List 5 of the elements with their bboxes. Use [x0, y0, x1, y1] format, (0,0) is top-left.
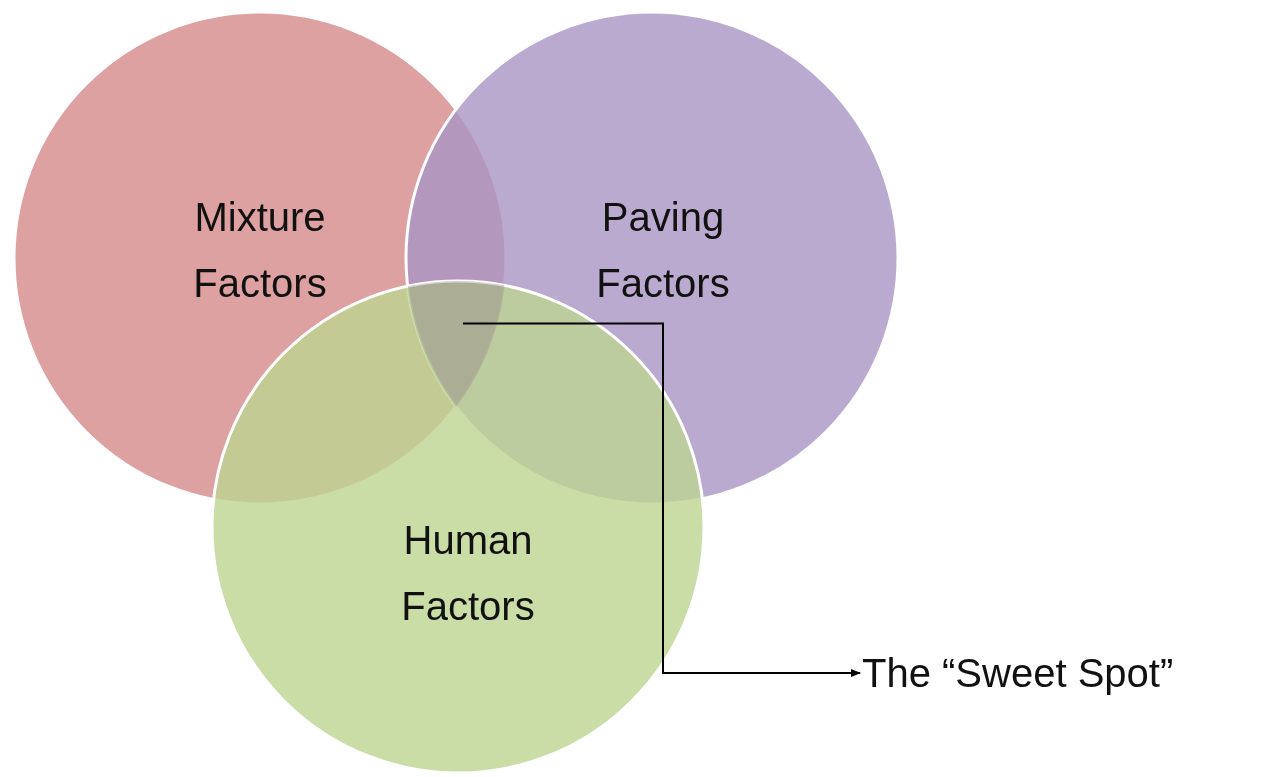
- leader-line: [462, 322, 861, 677]
- callout-label: The “Sweet Spot”: [862, 651, 1174, 695]
- circle-label: Paving Factors: [595, 194, 731, 307]
- circle-label: Mixture Factors: [192, 194, 328, 307]
- circle-label: Human Factors: [400, 517, 536, 630]
